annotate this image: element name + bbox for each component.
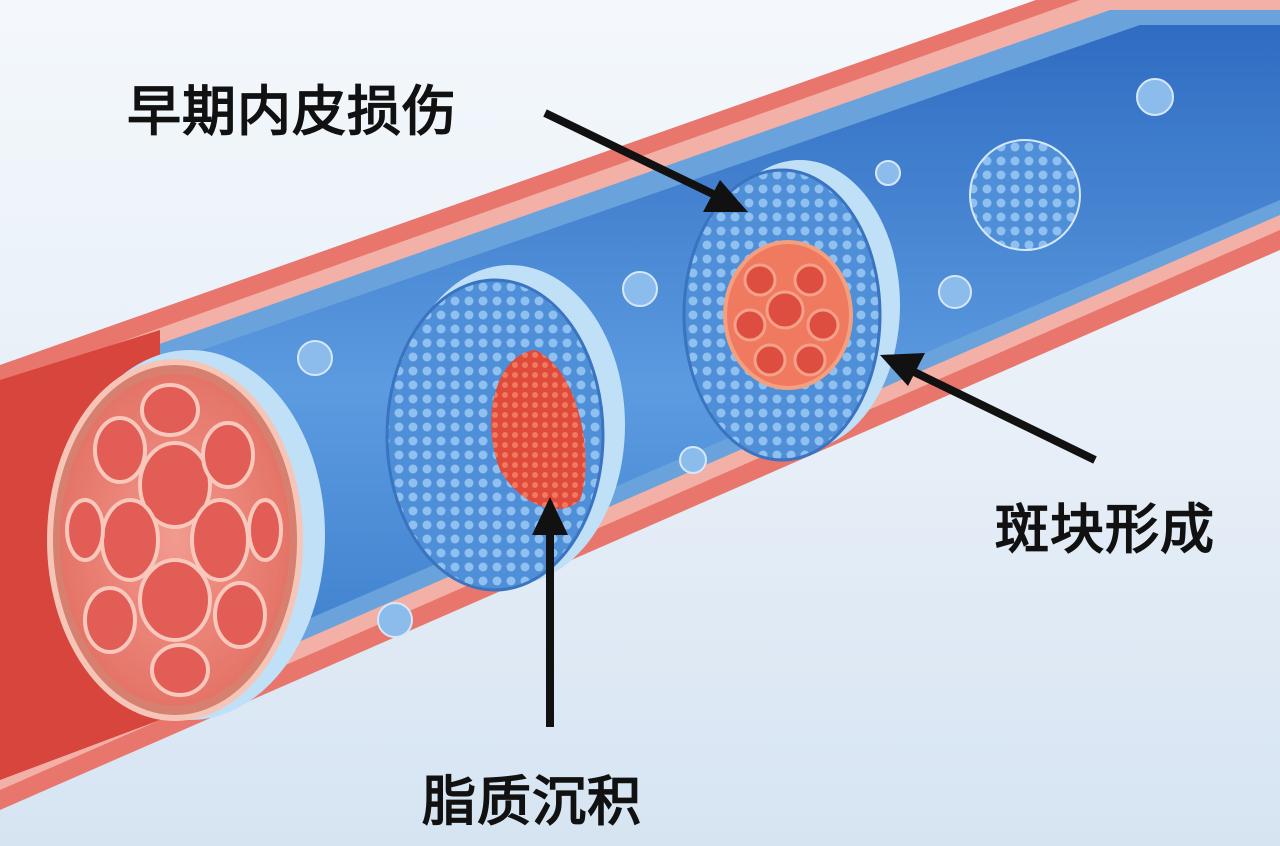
arrows: [532, 109, 1097, 727]
lipid-deposit: [491, 350, 586, 509]
arrow-early-damage: [543, 109, 717, 199]
label-plaque-formation: 斑块形成: [995, 498, 1215, 561]
cross-section-3: [682, 160, 900, 462]
blood-cells: [297, 78, 1174, 638]
label-early-endothelial-damage: 早期内皮损伤: [127, 80, 457, 143]
label-lipid-deposition: 脂质沉积: [422, 770, 642, 833]
cross-section-1: [47, 350, 325, 721]
arrow-plaque: [908, 366, 1097, 464]
